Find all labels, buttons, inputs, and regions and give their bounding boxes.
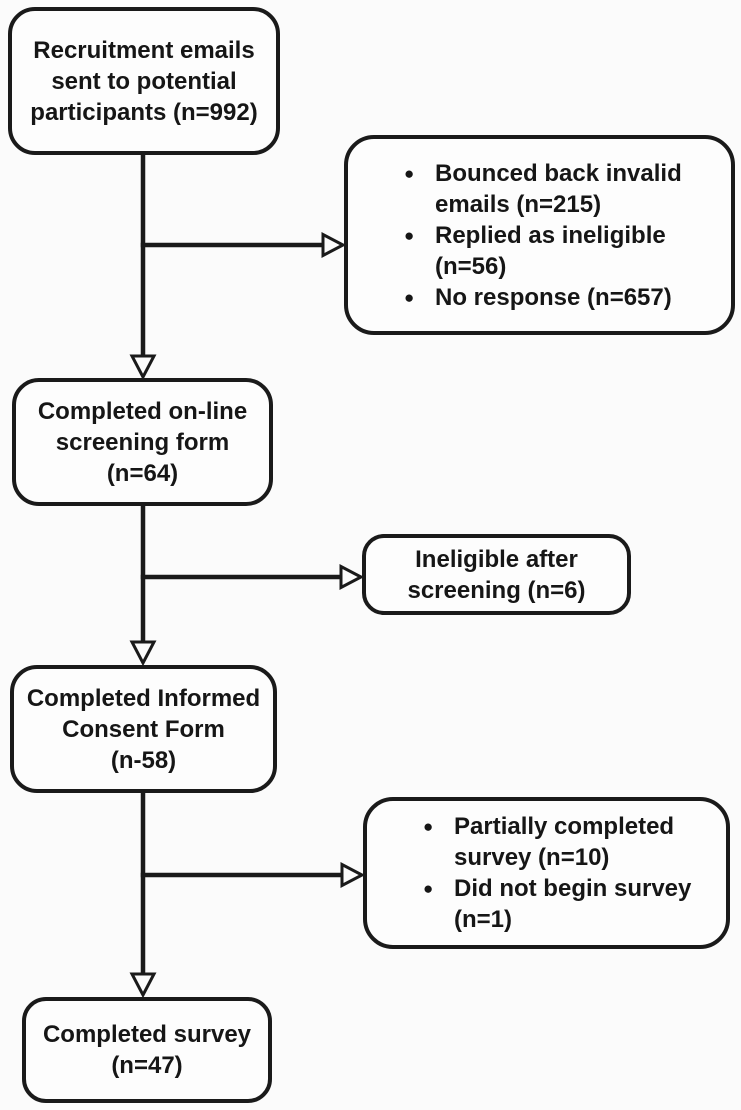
node-informed-consent: Completed Informed Consent Form (n-58) — [10, 665, 277, 793]
node-completed-survey: Completed survey (n=47) — [22, 997, 272, 1103]
node-text-line: Completed on-line — [37, 397, 248, 425]
exclusion-item: Partially completed survey (n=10) — [423, 811, 712, 873]
node-text-line: participants (n=992) — [30, 98, 258, 126]
arrow-branch-to-initial-exclusions — [140, 232, 347, 258]
node-text-line: Completed survey — [42, 1021, 252, 1048]
node-text-line: Completed Informed — [26, 684, 261, 712]
arrow-screening-to-consent — [129, 504, 157, 667]
exclusion-item: Replied as ineligible (n=56) — [404, 220, 717, 282]
exclusion-item: No response (n=657) — [404, 282, 717, 313]
node-ineligible-after-screening: Ineligible after screening (n=6) — [362, 534, 631, 615]
node-text-line: Recruitment emails — [33, 36, 255, 64]
node-text-line: Consent Form — [62, 715, 225, 743]
node-text-line: (n-58) — [110, 746, 177, 774]
node-recruitment-emails: Recruitment emails sent to potential par… — [8, 7, 280, 155]
node-initial-exclusions: Bounced back invalid emails (n=215) Repl… — [344, 135, 735, 335]
exclusion-item: Bounced back invalid emails (n=215) — [404, 158, 717, 220]
node-text-line: (n=64) — [106, 459, 179, 487]
node-survey-exclusions: Partially completed survey (n=10) Did no… — [363, 797, 730, 949]
exclusion-bullet-list: Bounced back invalid emails (n=215) Repl… — [348, 158, 731, 313]
node-text-line: screening (n=6) — [407, 576, 586, 604]
arrow-branch-to-screening-exclusion — [140, 564, 365, 590]
node-screening-form: Completed on-line screening form (n=64) — [12, 378, 273, 506]
arrow-branch-to-survey-exclusions — [140, 862, 366, 888]
node-text-line: (n=47) — [111, 1052, 183, 1079]
exclusion-bullet-list: Partially completed survey (n=10) Did no… — [367, 811, 726, 935]
arrow-consent-to-completed — [129, 791, 157, 999]
arrow-recruitment-to-screening — [129, 155, 157, 381]
node-text-line: Ineligible after — [415, 545, 578, 573]
node-text-line: sent to potential — [51, 67, 237, 95]
node-text-line: screening form — [55, 428, 230, 456]
exclusion-item: Did not begin survey (n=1) — [423, 873, 712, 935]
